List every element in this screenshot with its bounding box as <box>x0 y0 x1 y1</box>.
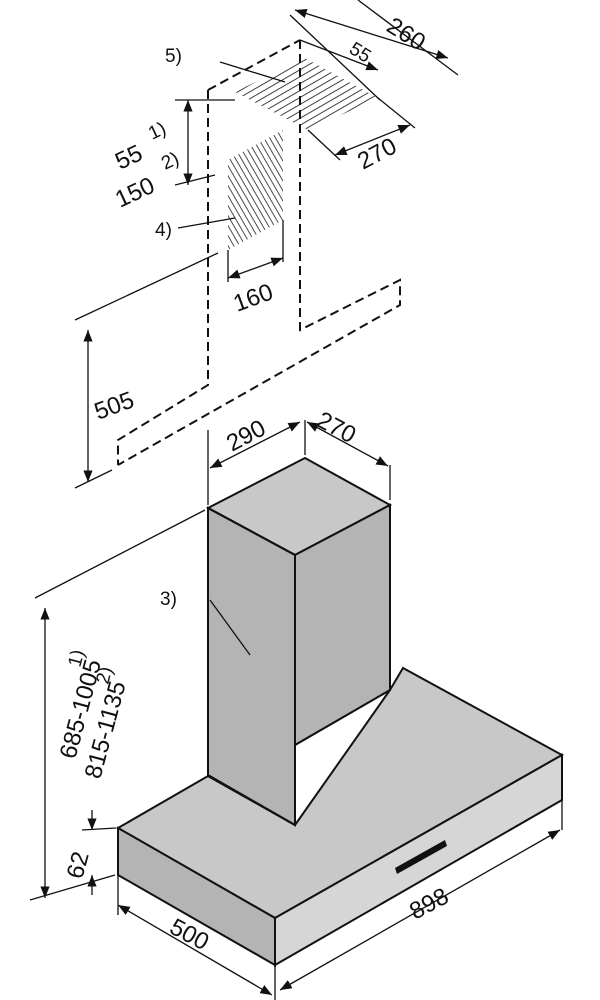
canopy-width-label: 898 <box>405 883 453 926</box>
note-4-label: 4) <box>155 220 172 241</box>
outlet-offset-1-label: 55 <box>111 140 147 176</box>
canopy-height-label: 62 <box>62 849 95 882</box>
canopy <box>115 503 565 967</box>
chimney-depth-label: 270 <box>312 406 360 449</box>
lower-dimensions <box>29 420 563 1000</box>
chimney-width-label: 290 <box>222 415 270 458</box>
duct-outlet-area <box>235 58 378 130</box>
wall-height-label: 505 <box>91 387 138 426</box>
footnote-2b: 2) <box>93 665 118 687</box>
footnote-1b: 1) <box>65 648 90 670</box>
top-dimensions <box>74 0 459 489</box>
duct-offset-label: 55 <box>345 38 374 67</box>
footnote-1a: 1) <box>145 118 169 144</box>
outlet-offset-2-label: 150 <box>111 172 159 213</box>
bracket-width-label: 160 <box>230 279 277 318</box>
note-3-label: 3) <box>160 589 177 610</box>
duct-depth-label: 270 <box>353 133 401 176</box>
note-5-label: 5) <box>165 46 182 67</box>
footnote-2a: 2) <box>158 148 182 174</box>
bracket-area <box>228 130 283 250</box>
